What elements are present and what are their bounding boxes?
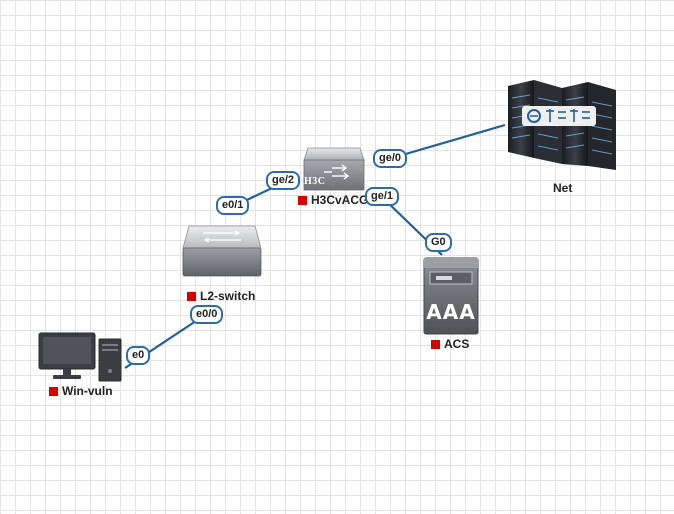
node-label-switch: L2-switch (187, 289, 255, 303)
pc-label: Win-vuln (62, 384, 113, 398)
node-acs[interactable]: AAA (422, 256, 480, 336)
switch-label: L2-switch (200, 289, 256, 303)
status-stopped-icon (49, 387, 58, 396)
router-label: H3CvACG (311, 193, 369, 207)
aaa-badge: AAA (426, 300, 476, 324)
router-icon (303, 147, 365, 191)
status-stopped-icon (431, 340, 440, 349)
port-switch-e00[interactable]: e0/0 (190, 305, 224, 324)
port-router-ge1[interactable]: ge/1 (365, 187, 400, 206)
node-label-pc: Win-vuln (49, 384, 113, 398)
node-label-router: H3CvACG (298, 193, 368, 207)
node-label-acs: ACS (431, 337, 469, 351)
node-router[interactable]: H3C (302, 146, 366, 192)
aaa-server-icon (423, 257, 479, 335)
net-label: Net (553, 181, 573, 195)
node-label-net: Net (553, 181, 572, 195)
link-router-net[interactable] (391, 123, 506, 160)
port-router-ge2[interactable]: ge/2 (266, 171, 301, 190)
port-router-ge0[interactable]: ge/0 (373, 149, 408, 168)
acs-label: ACS (444, 337, 470, 351)
port-switch-e01[interactable]: e0/1 (216, 196, 250, 215)
desktop-pc-icon (38, 332, 122, 382)
port-acs-g0[interactable]: G0 (425, 233, 452, 252)
status-stopped-icon (187, 292, 196, 301)
status-stopped-icon (298, 196, 307, 205)
router-badge: H3C (304, 176, 326, 187)
port-pc-e0[interactable]: e0 (126, 346, 151, 365)
node-net[interactable] (504, 78, 622, 178)
switch-icon (182, 225, 262, 277)
node-switch[interactable] (181, 224, 263, 278)
node-pc[interactable] (37, 331, 125, 383)
server-rack-icon (508, 80, 616, 170)
